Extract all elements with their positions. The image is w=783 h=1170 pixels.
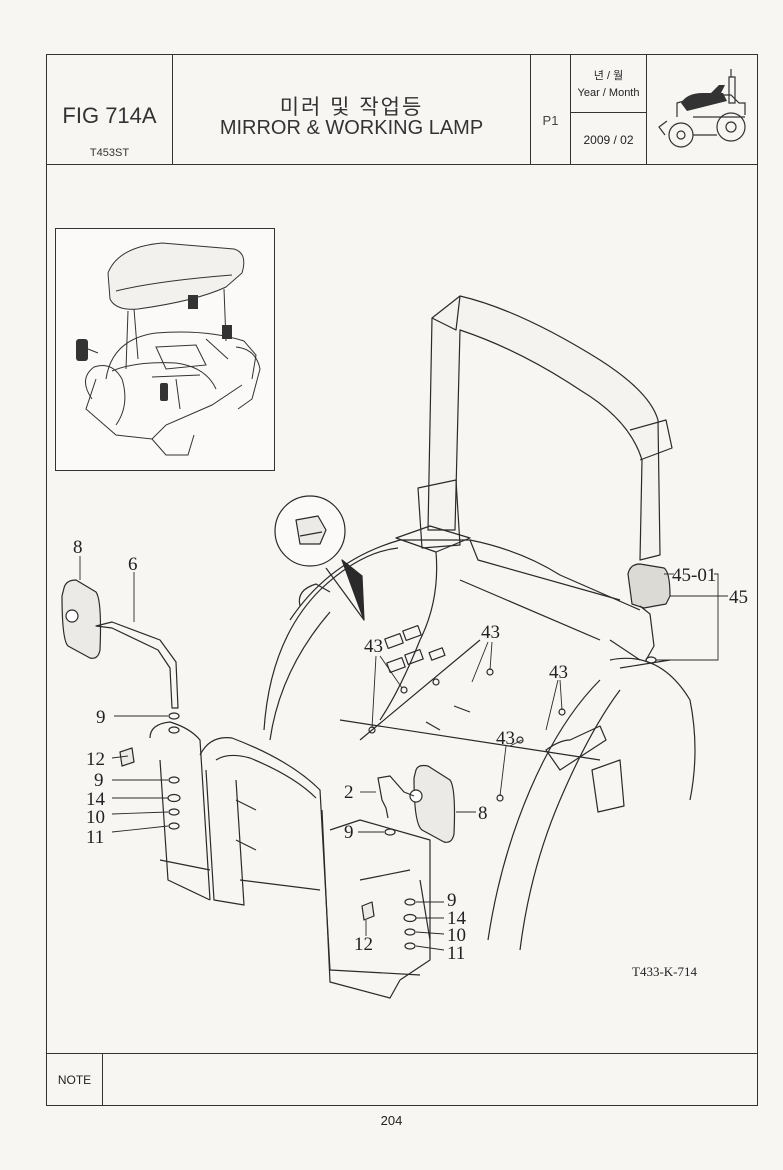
callout-2: 2 xyxy=(344,782,354,803)
page-ref-cell: P1 xyxy=(531,55,571,164)
callout-11-right: 11 xyxy=(447,943,466,964)
callout-6: 6 xyxy=(128,554,138,575)
date-cell: 년 / 월 Year / Month 2009 / 02 xyxy=(571,55,647,164)
tractor-icon-cell xyxy=(647,55,759,164)
callout-43-c: 43 xyxy=(549,662,568,683)
callout-9-left-top: 9 xyxy=(96,707,106,728)
page-number: 204 xyxy=(380,1113,403,1128)
callout-12-right: 12 xyxy=(354,934,373,955)
figure-number-cell: FIG 714A T453ST xyxy=(47,55,173,164)
title-block: FIG 714A T453ST 미러 및 작업등 MIRROR & WORKIN… xyxy=(47,55,757,165)
year-month-label-korean: 년 / 월 xyxy=(593,70,624,82)
callout-9-mid: 9 xyxy=(344,822,354,843)
model-number: T453ST xyxy=(89,147,130,159)
page-frame: FIG 714A T453ST 미러 및 작업등 MIRROR & WORKIN… xyxy=(46,54,758,1106)
note-label: NOTE xyxy=(47,1054,103,1105)
callout-14-right: 14 xyxy=(447,908,466,929)
callout-45-01: 45-01 xyxy=(672,565,717,586)
callout-43-a: 43 xyxy=(364,636,383,657)
callout-8-right: 8 xyxy=(478,803,488,824)
tractor-icon xyxy=(647,55,759,163)
callout-14-left: 14 xyxy=(86,789,105,810)
note-row: NOTE xyxy=(47,1053,757,1105)
callout-12-left: 12 xyxy=(86,749,105,770)
overview-inset xyxy=(55,228,275,471)
callout-10-left: 10 xyxy=(86,807,105,828)
title-cell: 미러 및 작업등 MIRROR & WORKING LAMP xyxy=(173,55,531,164)
page-ref: P1 xyxy=(542,113,559,128)
date-label-box: 년 / 월 Year / Month xyxy=(571,55,646,113)
callout-10-right: 10 xyxy=(447,925,466,946)
callout-9-left: 9 xyxy=(94,770,104,791)
title-english: MIRROR & WORKING LAMP xyxy=(219,117,484,139)
callout-43-b: 43 xyxy=(481,622,500,643)
callout-8-left: 8 xyxy=(73,537,83,558)
issue-date: 2009 / 02 xyxy=(583,133,634,147)
callout-9-right: 9 xyxy=(447,890,457,911)
year-month-label: Year / Month xyxy=(577,87,640,99)
tractor-overview-drawing xyxy=(76,229,274,470)
callout-43-d: 43 xyxy=(496,728,515,749)
title-korean: 미러 및 작업등 xyxy=(279,96,424,119)
callout-11-left: 11 xyxy=(86,827,105,848)
figure-number: FIG 714A xyxy=(62,103,157,128)
figure-code: T433-K-714 xyxy=(632,964,697,979)
callout-45: 45 xyxy=(729,587,748,608)
